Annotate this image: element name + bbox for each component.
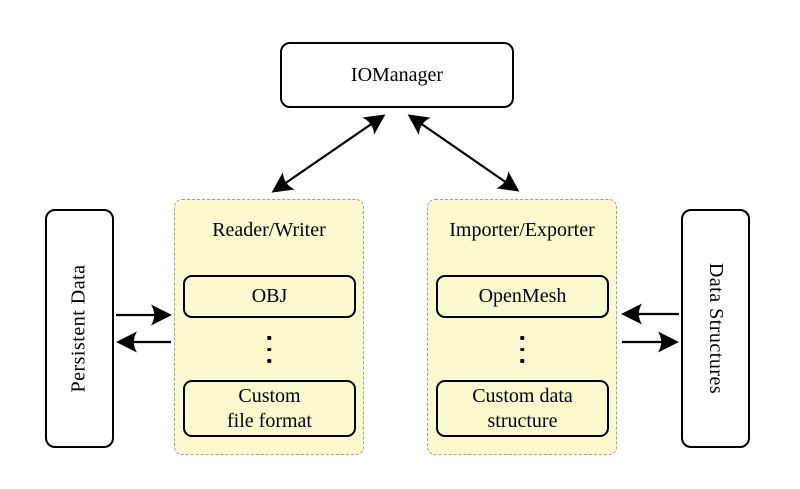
group-reader-writer: Reader/Writer OBJ Custom file format	[174, 199, 364, 455]
node-obj: OBJ	[183, 275, 356, 318]
node-custom-data-structure: Custom data structure	[436, 380, 609, 437]
node-iomanager: IOManager	[280, 42, 514, 108]
edge-iomanager-readerwriter	[271, 114, 386, 193]
node-openmesh-label: OpenMesh	[478, 285, 567, 307]
group-importer-exporter: Importer/Exporter OpenMesh Custom data s…	[427, 199, 617, 455]
ellipsis-dot	[520, 359, 524, 363]
group-reader-writer-title: Reader/Writer	[212, 219, 326, 241]
ellipsis-dot	[267, 359, 271, 363]
node-data-structures: Data Structures	[681, 209, 750, 448]
node-custom-file-format: Custom file format	[183, 380, 356, 437]
node-custom-file-format-line1: Custom	[238, 384, 301, 407]
node-persistent-data-label: Persistent Data	[68, 264, 90, 393]
node-custom-data-structure-line2: structure	[487, 409, 558, 432]
node-openmesh: OpenMesh	[436, 275, 609, 318]
vertical-ellipsis-icon	[520, 336, 524, 363]
node-persistent-data: Persistent Data	[45, 209, 114, 448]
ellipsis-dot	[520, 336, 524, 340]
node-obj-label: OBJ	[251, 285, 288, 307]
ellipsis-dot	[520, 347, 524, 351]
node-custom-file-format-line2: file format	[227, 409, 312, 432]
node-custom-data-structure-line1: Custom data	[472, 384, 573, 407]
vertical-ellipsis-icon	[267, 336, 271, 363]
node-data-structures-label: Data Structures	[705, 262, 728, 395]
edge-iomanager-importerexporter	[407, 114, 520, 192]
ellipsis-dot	[267, 336, 271, 340]
node-iomanager-label: IOManager	[350, 63, 444, 86]
group-importer-exporter-title: Importer/Exporter	[449, 219, 595, 241]
ellipsis-dot	[267, 347, 271, 351]
